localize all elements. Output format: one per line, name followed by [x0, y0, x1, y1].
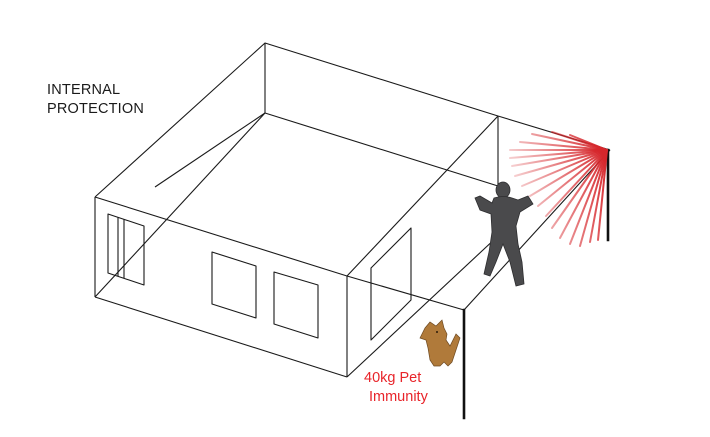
diagram-title-line2: PROTECTION: [47, 101, 145, 117]
diagram-title-line1: INTERNAL: [47, 82, 121, 98]
dog-icon: [419, 319, 461, 367]
pet-label-line2: Immunity: [369, 389, 428, 405]
support-posts: [462, 148, 610, 420]
room-outline: [94, 42, 611, 378]
intruder-silhouette-icon: [474, 181, 534, 287]
partition-floor: [346, 235, 499, 378]
inner-wall-top: [154, 112, 266, 188]
corridor-floor: [463, 149, 611, 311]
left-window: [107, 213, 145, 286]
partition-top: [346, 115, 499, 277]
motion-sensor-icon: [509, 131, 608, 247]
back-floor-edge: [94, 112, 266, 298]
front-bottom-edge: [94, 296, 348, 378]
right-top-edge: [346, 275, 465, 311]
interior-door: [370, 227, 412, 341]
front-top-edge: [94, 196, 348, 277]
window-middle-left: [211, 251, 257, 319]
window-middle-right: [273, 271, 319, 339]
inner-wall-top-2: [264, 112, 499, 187]
pet-label-line1: 40kg Pet: [364, 370, 422, 386]
back-left-wall: [94, 42, 499, 198]
